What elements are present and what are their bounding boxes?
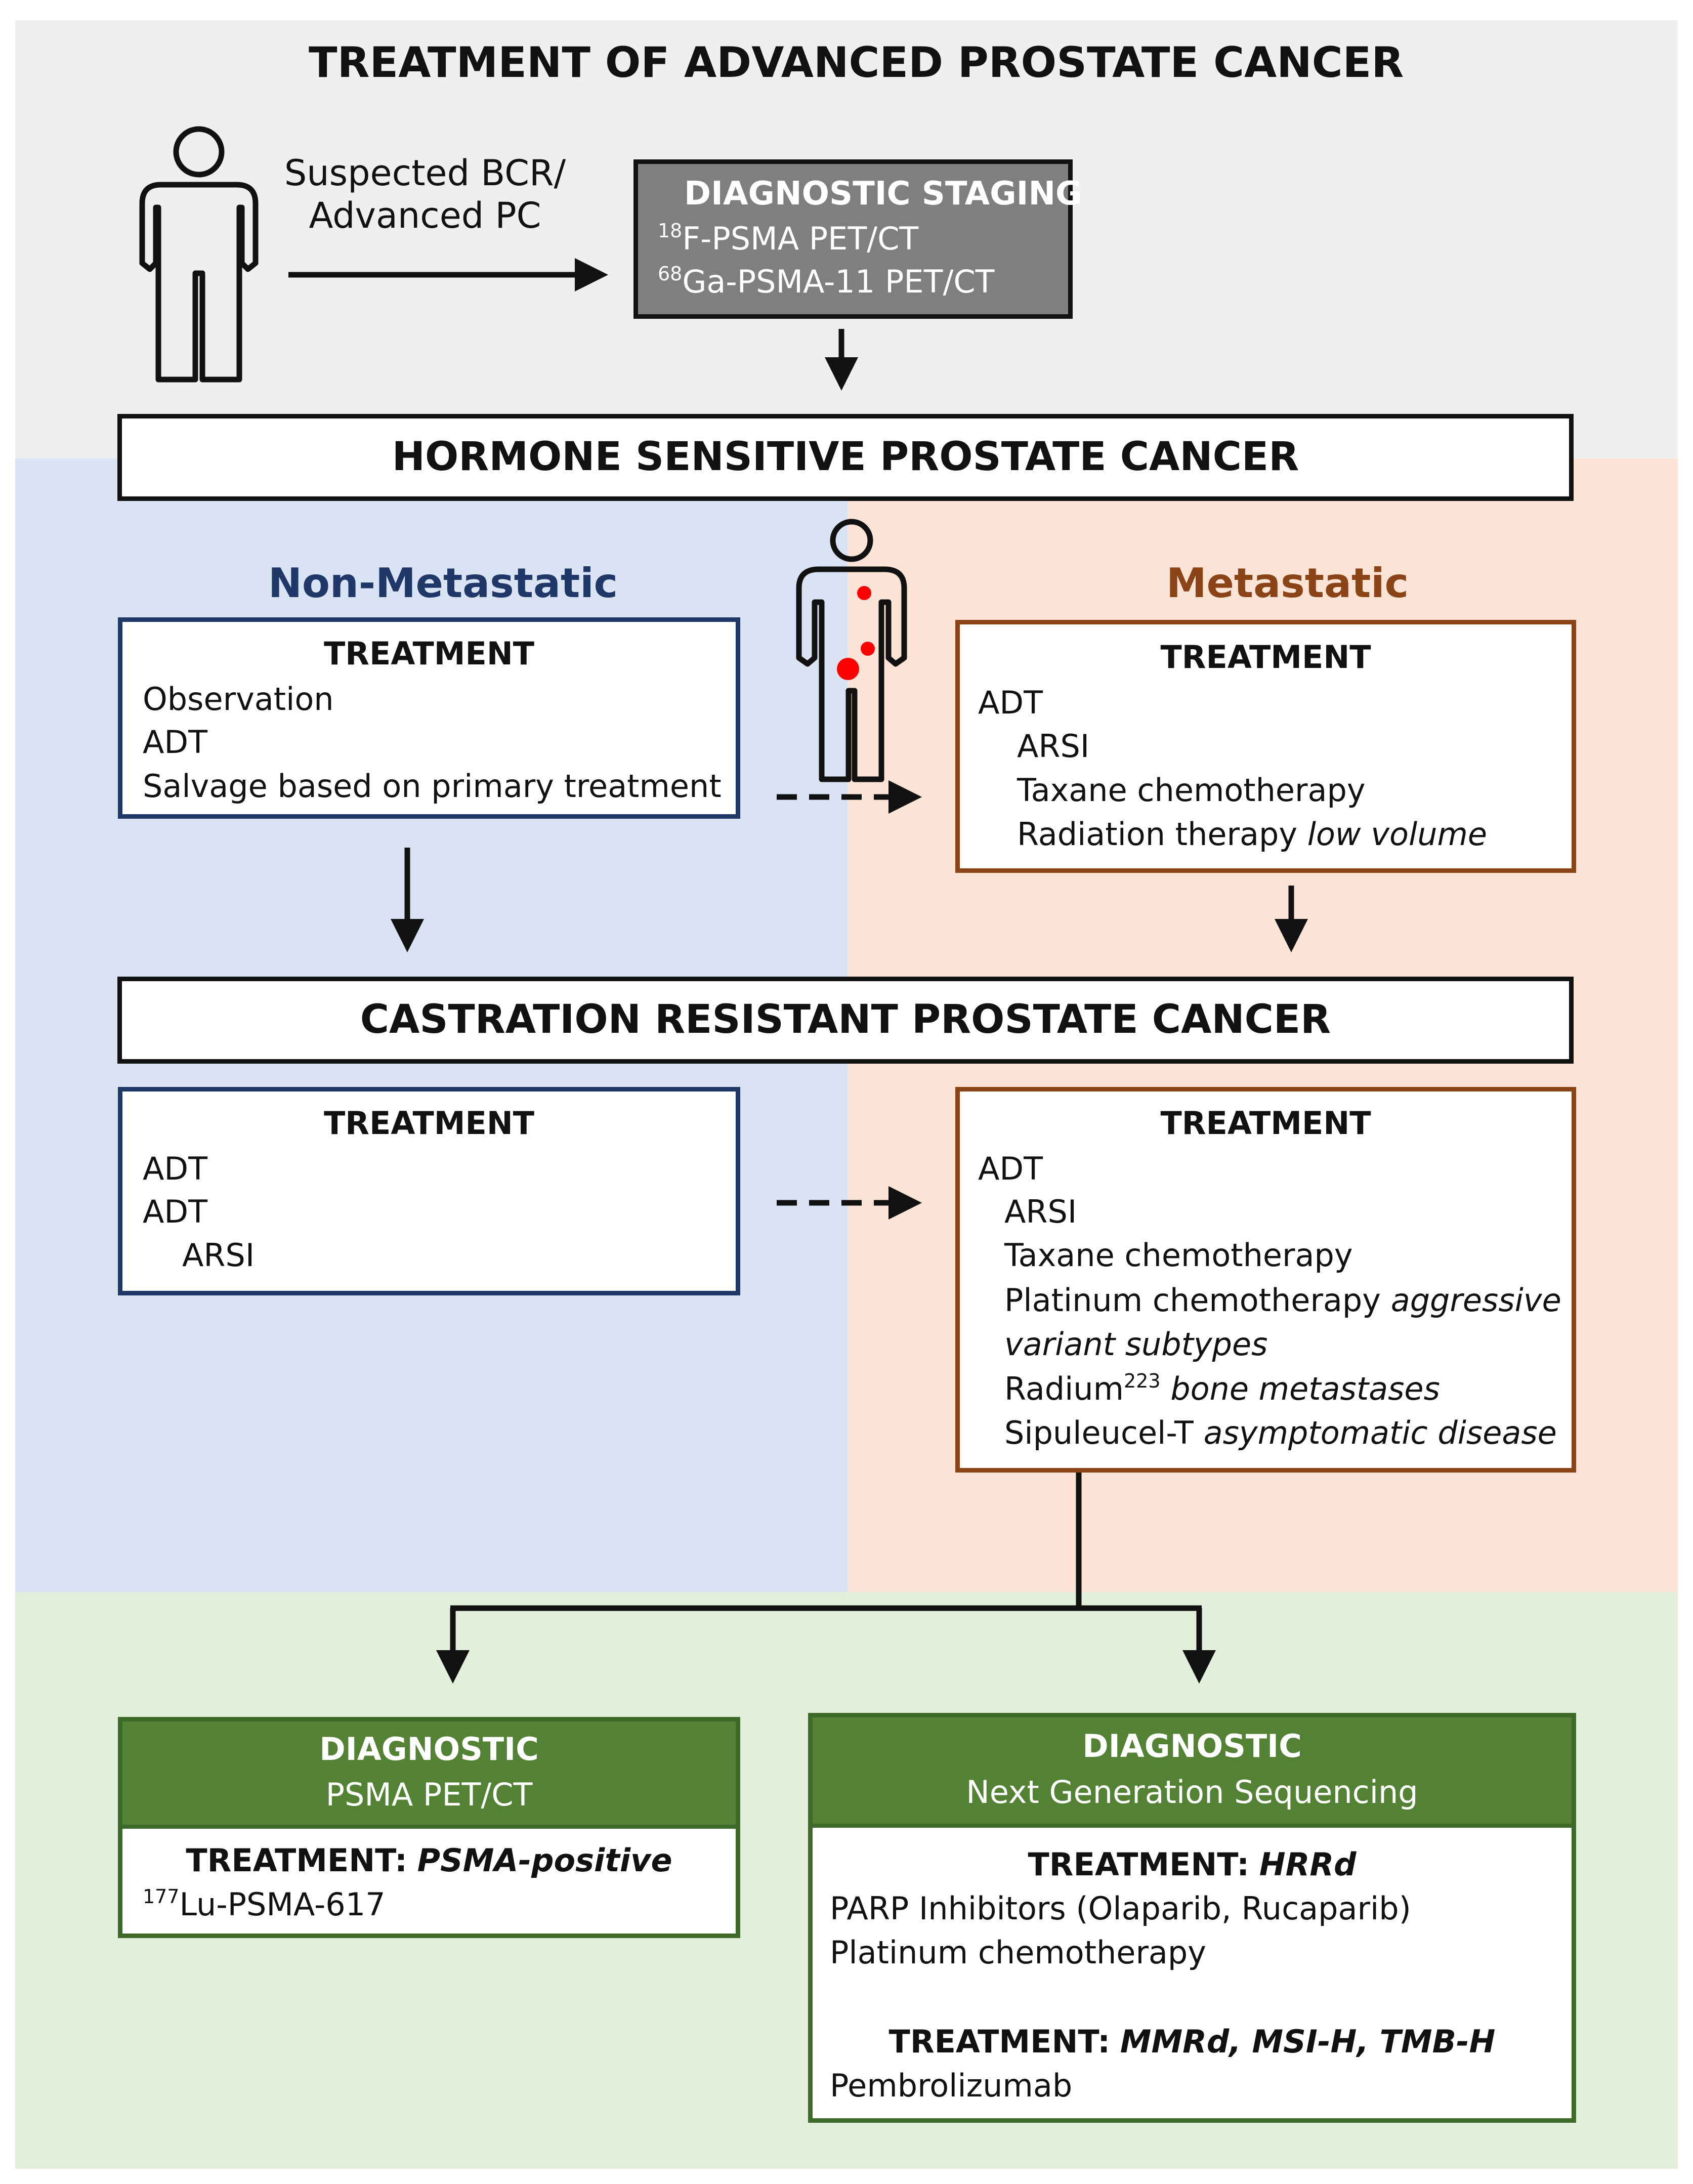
psma-drug: 177Lu-PSMA-617 bbox=[143, 1885, 386, 1923]
ngs-treatment1-item: PARP Inhibitors (Olaparib, Rucaparib) bbox=[830, 1890, 1411, 1927]
treatment-item-radium: Radium223 bone metastases bbox=[1004, 1370, 1440, 1407]
psma-treatment-line: TREATMENT: PSMA-positive bbox=[186, 1842, 672, 1879]
page-title: TREATMENT OF ADVANCED PROSTATE CANCER bbox=[309, 38, 1404, 87]
metastasis-dot bbox=[861, 642, 875, 656]
diagnostic-staging-header: DIAGNOSTIC STAGING bbox=[684, 175, 1082, 213]
metastatic-crpc-treatment-box bbox=[955, 1087, 1576, 1473]
treatment-item: ADT bbox=[978, 1150, 1043, 1187]
diagnostic-branch-connector bbox=[436, 1473, 1216, 1684]
treatment-header: TREATMENT bbox=[323, 1105, 535, 1142]
suspected-bcr-label: Suspected BCR/ Advanced PC bbox=[284, 152, 566, 236]
platinum-note-continued: variant subtypes bbox=[1004, 1326, 1268, 1363]
psma-header-line2: PSMA PET/CT bbox=[325, 1776, 533, 1813]
treatment-item: Taxane chemotherapy bbox=[1004, 1237, 1353, 1274]
staging-line-psma: 18F-PSMA PET/CT bbox=[658, 220, 919, 257]
treatment-item: ADT bbox=[143, 1150, 208, 1187]
diagnostic-staging-box bbox=[633, 159, 1073, 319]
hspc-label: HORMONE SENSITIVE PROSTATE CANCER bbox=[392, 434, 1299, 480]
crpc-label: CASTRATION RESISTANT PROSTATE CANCER bbox=[360, 997, 1331, 1042]
ngs-treatment1-line: TREATMENT: HRRd bbox=[1028, 1846, 1357, 1883]
staging-line-ga: 68Ga-PSMA-11 PET/CT bbox=[658, 263, 995, 300]
psma-panel-divider bbox=[122, 1825, 736, 1829]
treatment-item: ARSI bbox=[182, 1237, 255, 1274]
ngs-header-line2: Next Generation Sequencing bbox=[966, 1774, 1418, 1811]
treatment-header: TREATMENT bbox=[1160, 639, 1371, 676]
treatment-item: ADT bbox=[143, 1193, 208, 1230]
person-with-metastases-icon bbox=[796, 519, 907, 782]
non-metastatic-crpc-treatment-box bbox=[118, 1087, 740, 1295]
treatment-item-sipuleucel: Sipuleucel-T asymptomatic disease bbox=[1004, 1414, 1557, 1451]
non-metastatic-label: Non-Metastatic bbox=[268, 560, 618, 607]
treatment-item: ADT bbox=[143, 724, 208, 761]
metastatic-hspc-treatment-box bbox=[955, 620, 1576, 873]
treatment-item: ARSI bbox=[1017, 728, 1090, 765]
hspc-band bbox=[117, 414, 1574, 501]
treatment-item: ARSI bbox=[1004, 1193, 1077, 1230]
treatment-header: TREATMENT bbox=[1160, 1105, 1371, 1142]
ngs-treatment2-line: TREATMENT: MMRd, MSI-H, TMB-H bbox=[888, 2023, 1496, 2060]
ngs-header-line1: DIAGNOSTIC bbox=[1082, 1728, 1302, 1765]
person-icon bbox=[139, 126, 259, 383]
non-metastatic-hspc-treatment-box bbox=[118, 617, 740, 819]
metastatic-label: Metastatic bbox=[1166, 560, 1409, 607]
metastasis-dot bbox=[857, 586, 871, 600]
ngs-panel-header bbox=[813, 1717, 1572, 1824]
treatment-item: Observation bbox=[143, 681, 334, 718]
ngs-treatment1-item: Platinum chemotherapy bbox=[830, 1934, 1206, 1971]
treatment-header: TREATMENT bbox=[323, 635, 535, 672]
treatment-item: Salvage based on primary treatment bbox=[143, 768, 722, 805]
metastasis-dot bbox=[837, 658, 859, 680]
psma-panel-header bbox=[122, 1721, 736, 1827]
treatment-item: ADT bbox=[978, 684, 1043, 721]
crpc-band bbox=[117, 977, 1574, 1064]
ngs-treatment2-item: Pembrolizumab bbox=[830, 2067, 1073, 2104]
treatment-item: Taxane chemotherapy bbox=[1017, 772, 1366, 809]
ngs-panel-divider bbox=[813, 1824, 1572, 1828]
treatment-item-platinum: Platinum chemotherapy aggressive bbox=[1004, 1282, 1561, 1319]
treatment-item-radiation: Radiation therapy low volume bbox=[1017, 816, 1488, 853]
psma-header-line1: DIAGNOSTIC bbox=[319, 1731, 539, 1768]
